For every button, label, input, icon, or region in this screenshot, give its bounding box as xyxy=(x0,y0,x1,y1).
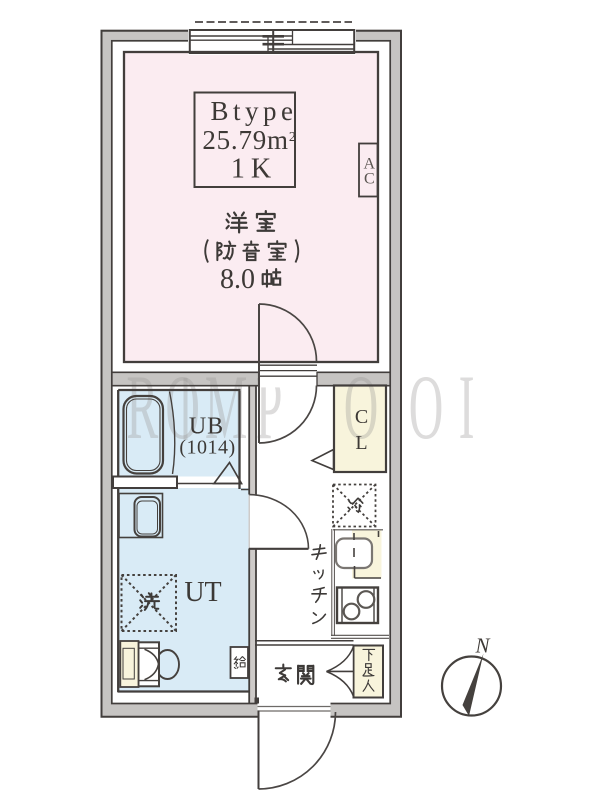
svg-text:R: R xyxy=(126,356,158,458)
svg-text:O: O xyxy=(344,356,379,458)
svg-text:C: C xyxy=(364,171,375,188)
svg-text:A: A xyxy=(364,156,376,173)
svg-text:L: L xyxy=(355,432,367,454)
svg-text:1K: 1K xyxy=(231,154,277,185)
svg-text:O: O xyxy=(409,356,444,458)
svg-text:O: O xyxy=(165,356,200,458)
svg-text:Btype: Btype xyxy=(211,96,298,126)
svg-text:N: N xyxy=(475,634,491,658)
svg-text:25.79m2: 25.79m2 xyxy=(202,125,296,155)
svg-text:UT: UT xyxy=(184,577,221,608)
svg-text:I: I xyxy=(459,356,475,458)
svg-text:8.0: 8.0 xyxy=(220,264,255,295)
svg-text:C: C xyxy=(355,406,368,428)
svg-text:(1014): (1014) xyxy=(179,437,235,459)
svg-text:UB: UB xyxy=(189,414,224,440)
